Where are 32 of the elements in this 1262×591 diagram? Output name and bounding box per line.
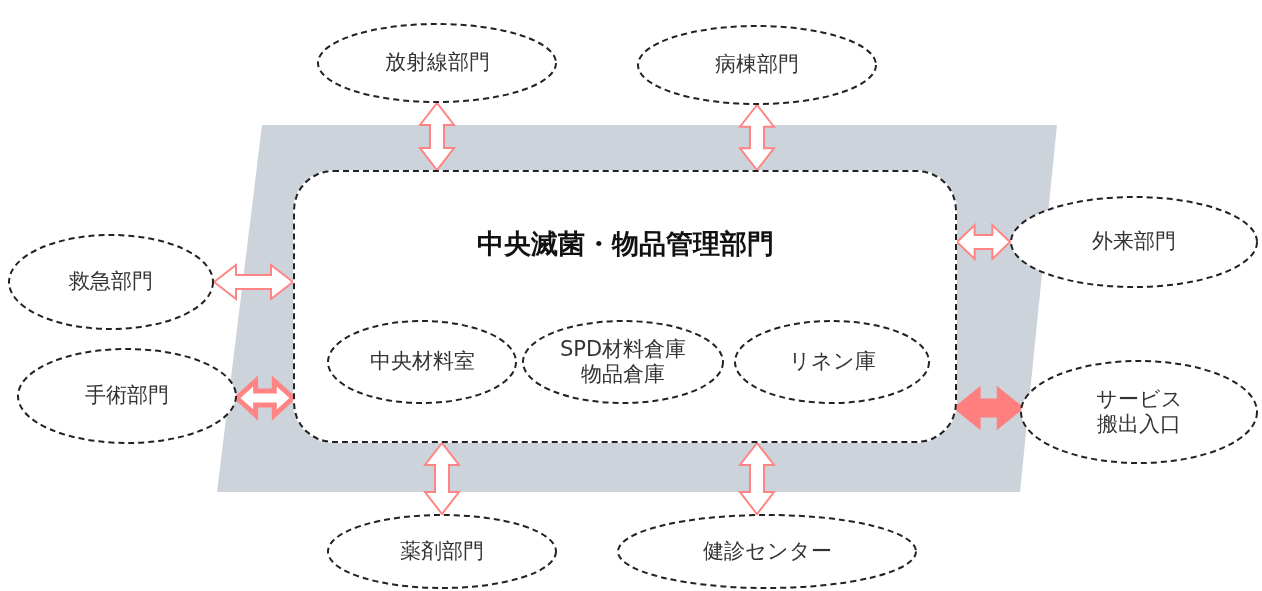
department-label: 薬剤部門 — [400, 538, 484, 565]
department-label: 搬出入口 — [1097, 412, 1181, 438]
department-label: 救急部門 — [69, 269, 153, 295]
department-ellipse — [637, 25, 877, 105]
department-ellipse — [734, 320, 930, 404]
double-arrow — [212, 262, 295, 302]
department-label: 中央材料室 — [369, 349, 475, 375]
department-label: SPD材料倉庫 — [559, 336, 687, 362]
department-label: サービス — [1095, 386, 1183, 412]
department-label: 健診センター — [702, 538, 832, 565]
department-ellipse — [8, 234, 214, 330]
double-arrow — [955, 222, 1012, 262]
double-arrow — [422, 441, 462, 516]
double-arrow — [737, 441, 777, 516]
department-label: 外来部門 — [1092, 229, 1176, 255]
double-arrow — [737, 103, 777, 172]
department-label: 病棟部門 — [715, 52, 799, 78]
department-ellipse — [327, 320, 517, 404]
department-label: 物品倉庫 — [581, 362, 665, 388]
double-arrow — [417, 101, 457, 172]
department-label: リネン庫 — [788, 349, 876, 375]
department-ellipse — [17, 348, 237, 444]
department-area — [293, 170, 957, 443]
department-ellipse — [317, 23, 557, 103]
department-ellipse — [617, 514, 917, 589]
area-title: 中央滅菌・物品管理部門 — [476, 228, 774, 261]
department-ellipse — [522, 320, 724, 404]
department-label: 放射線部門 — [384, 50, 490, 76]
department-ellipse — [1020, 360, 1258, 464]
department-ellipse — [327, 514, 557, 589]
department-ellipse — [1010, 196, 1258, 288]
department-label: 手術部門 — [85, 383, 169, 409]
